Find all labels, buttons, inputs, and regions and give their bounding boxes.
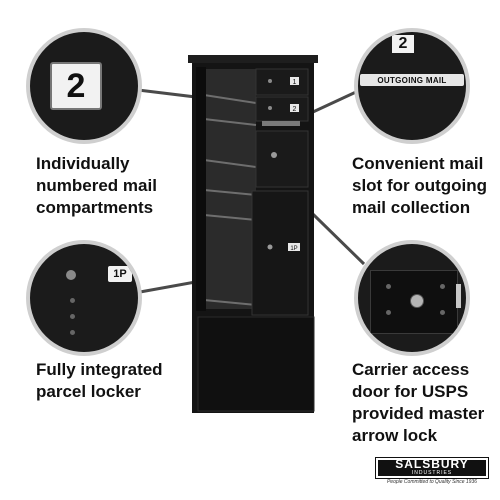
mail-slot-number-digit: 2 [398, 35, 408, 52]
brand-name: SALSBURY [395, 456, 469, 471]
compartment-door-2 [255, 96, 309, 122]
door-label-1: 1 [293, 79, 297, 86]
door-label-2-plate [290, 104, 299, 112]
caption-mail-slot: Convenient mail slot for outgoing mail c… [352, 154, 488, 217]
rivet-icon [386, 284, 391, 289]
cabinet-top [188, 55, 318, 63]
number-plate-digit: 2 [66, 66, 86, 105]
parcel-badge-text: 1P [113, 268, 127, 280]
parcel-badge: 1P [108, 266, 132, 282]
door-label-2: 2 [293, 106, 297, 113]
rivet-icon [440, 310, 445, 315]
callout-circle-parcel: 1P [26, 240, 142, 356]
outgoing-mail-label: OUTGOING MAIL [360, 74, 464, 86]
lock-2 [268, 106, 272, 110]
salsbury-logo-badge: SALSBURY INDUSTRIES [375, 456, 489, 479]
rivet-icon [70, 298, 75, 303]
door-label-1-plate [290, 77, 299, 85]
rivet-icon [70, 330, 75, 335]
carrier-lock [271, 152, 277, 158]
cabinet-open-interior [204, 69, 256, 309]
brand-tagline: People Committed to Quality Since 1936 [386, 479, 478, 485]
rivet-icon [386, 310, 391, 315]
hinge-icon [456, 284, 461, 308]
rivet-icon [440, 284, 445, 289]
number-plate: 2 [50, 62, 102, 110]
rivet-icon [70, 314, 75, 319]
parcel-lock [267, 244, 273, 250]
parcel-lock-icon [66, 270, 76, 280]
callout-circle-numbered: 2 [26, 28, 142, 144]
cabinet-base [197, 316, 315, 412]
parcel-locker-door [251, 190, 309, 316]
callout-circle-carrier [354, 240, 470, 356]
open-door-panel [196, 67, 206, 311]
caption-numbered: Individually numbered mail compartments [36, 154, 157, 217]
door-label-parcel: 1P [290, 246, 297, 252]
callout-circle-mail-slot: 2 OUTGOING MAIL [354, 28, 470, 144]
mail-slot-number-plate: 2 [392, 35, 414, 53]
carrier-access-door [255, 130, 309, 188]
door-label-parcel-plate [288, 243, 300, 251]
outgoing-mail-label-text: OUTGOING MAIL [377, 75, 447, 85]
interior-shelves [203, 94, 257, 306]
master-arrow-lock-icon [410, 294, 424, 308]
compartment-door-1 [255, 68, 309, 96]
caption-carrier: Carrier access door for USPS provided ma… [352, 360, 485, 445]
brand-sub: INDUSTRIES [411, 469, 453, 476]
outgoing-mail-slot [262, 121, 300, 126]
lock-1 [268, 79, 272, 83]
caption-parcel: Fully integrated parcel locker [36, 360, 163, 401]
salsbury-logo: SALSBURY INDUSTRIES People Committed to … [375, 456, 489, 490]
mailbox-cabinet: 1 2 1P [188, 55, 318, 413]
